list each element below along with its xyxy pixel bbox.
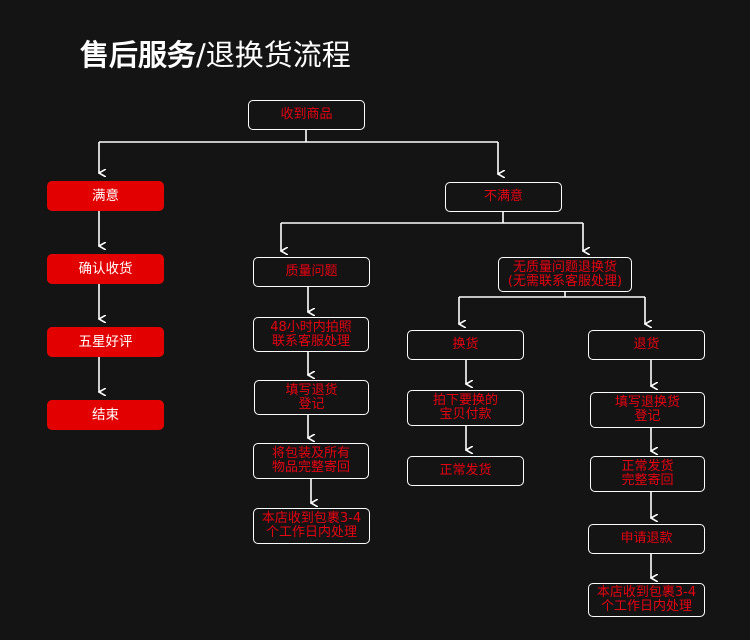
node-confirm-receipt: 确认收货	[47, 254, 164, 284]
node-store-process-q: 本店收到包裹3-4 个工作日内处理	[253, 508, 370, 544]
node-exchange: 换货	[407, 330, 524, 360]
title-sub: 退换货流程	[205, 38, 351, 72]
node-ship-normal: 正常发货	[407, 456, 524, 486]
title-slash: /	[196, 38, 206, 72]
node-store-process-r: 本店收到包裹3-4 个工作日内处理	[588, 583, 705, 617]
node-unsatisfied: 不满意	[445, 182, 562, 212]
node-no-quality-issue: 无质量问题退换货 (无需联系客服处理)	[498, 257, 632, 292]
node-pack-return: 将包装及所有 物品完整寄回	[253, 443, 369, 479]
node-end: 结束	[47, 400, 164, 430]
node-refund: 申请退款	[588, 524, 705, 554]
node-quality-issue: 质量问题	[253, 257, 370, 287]
node-received: 收到商品	[248, 100, 365, 130]
node-photo-contact: 48小时内拍照 联系客服处理	[253, 317, 369, 352]
node-return: 退货	[588, 330, 705, 360]
node-five-star: 五星好评	[47, 327, 164, 357]
node-fill-return-r: 填写退换货 登记	[590, 392, 705, 428]
node-order-swap: 拍下要换的 宝贝付款	[407, 390, 524, 426]
node-fill-return-q: 填写退货 登记	[254, 380, 369, 415]
page-title: 售后服务/退换货流程	[80, 36, 351, 74]
node-satisfied: 满意	[47, 181, 164, 211]
node-ship-complete: 正常发货 完整寄回	[590, 456, 705, 492]
title-main: 售后服务	[80, 38, 197, 72]
